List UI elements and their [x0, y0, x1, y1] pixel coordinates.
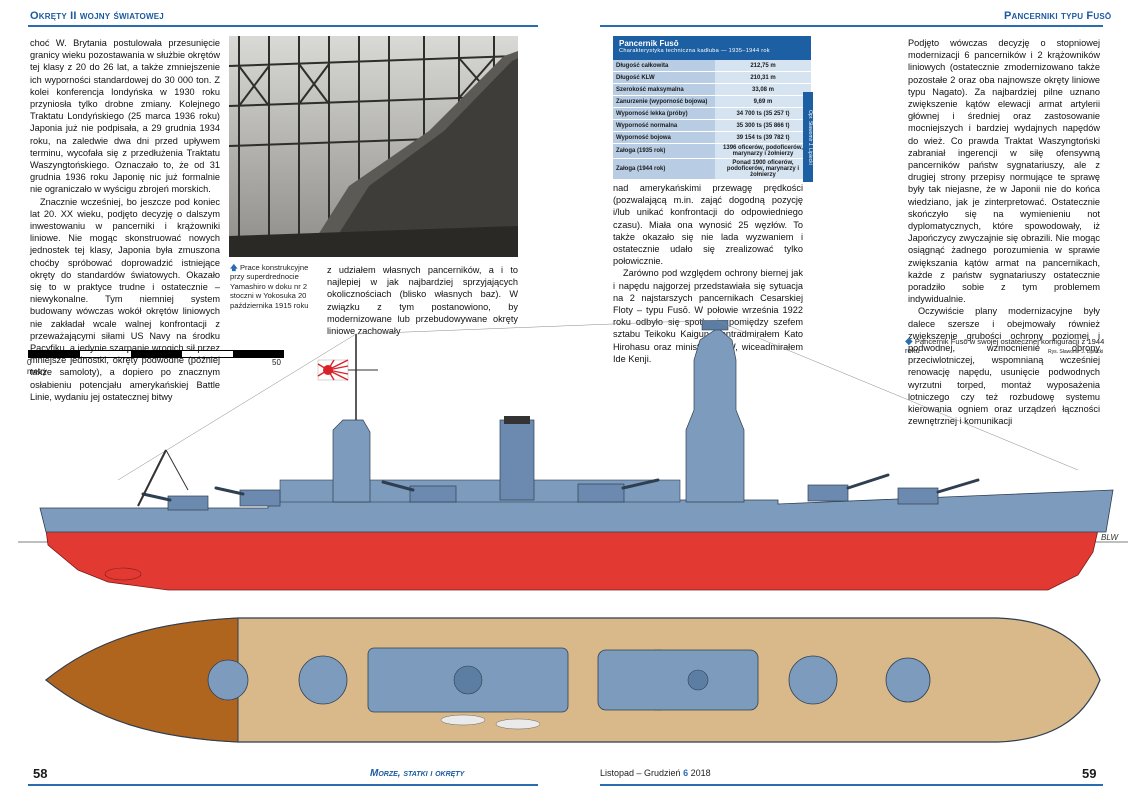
scale-bar: [28, 350, 284, 358]
waterline-label: BLW: [1101, 533, 1119, 542]
running-header-right: Pancerniki typu Fusō: [1004, 10, 1112, 22]
spec-key: Załoga (1944 rok): [613, 158, 715, 180]
spec-value: Ponad 1900 oficerów, podoficerów, maryna…: [715, 158, 811, 180]
text-column-2: z udziałem własnych pancerników, a i to …: [327, 264, 518, 337]
arrow-up-icon: 🡅: [230, 263, 238, 272]
ship-plan-drawing: [45, 617, 1101, 743]
page-number-left: 58: [33, 766, 48, 781]
spec-value: 210,31 m: [715, 71, 811, 84]
diamond-icon: ◆: [905, 336, 913, 347]
scale-unit: metry: [27, 367, 47, 376]
text-column-4: Podjęto wówczas decyzję o stopniowej mod…: [908, 37, 1100, 428]
spec-key: Zanurzenie (wyporność bojowa): [613, 95, 715, 108]
page-number-right: 59: [1082, 766, 1097, 781]
spec-key: Szerokość maksymalna: [613, 83, 715, 96]
drawing-caption: ◆ Pancernik Fusō w swojej ostatecznej ko…: [905, 336, 1105, 356]
spec-credit: Opr. Sławomir J. Lipiecki: [803, 92, 813, 182]
spec-row: Zanurzenie (wyporność bojowa)9,69 m: [613, 95, 811, 108]
scale-end: 50: [272, 358, 281, 367]
spec-value: 39 154 ts (39 782 t): [715, 131, 811, 144]
spec-key: Wyporność lekka (próby): [613, 107, 715, 120]
spec-table-box: Pancernik Fusō Charakterystyka techniczn…: [613, 36, 811, 180]
paragraph: Znacznie wcześniej, bo jeszcze pod konie…: [30, 196, 220, 402]
header-rule-right: [600, 9, 1103, 27]
spec-key: Wyporność bojowa: [613, 131, 715, 144]
spec-value: 1396 oficerów, podoficerów, marynarzy i …: [715, 143, 811, 159]
spec-row: Wyporność lekka (próby)34 700 ts (35 257…: [613, 107, 811, 120]
scale-start: 0: [27, 358, 32, 367]
spec-value: 34 700 ts (35 257 t): [715, 107, 811, 120]
magazine-title: Morze, statki i okręty: [370, 768, 465, 779]
paragraph: choć W. Brytania postulowała przesunięci…: [30, 38, 220, 195]
shipyard-photo: [229, 36, 518, 257]
spec-row: Załoga (1935 rok)1396 oficerów, podofice…: [613, 143, 811, 159]
footer-rule-right: [600, 784, 1103, 786]
paragraph: nad amerykańskimi przewagę prędkości (po…: [613, 183, 803, 267]
spec-value: 35 300 ts (35 866 t): [715, 119, 811, 132]
spec-subtitle: Charakterystyka techniczna kadłuba — 193…: [619, 48, 770, 54]
photo-caption: 🡅 Prace konstrukcyjne przy superdrednoci…: [230, 263, 309, 310]
spec-value: 33,08 m: [715, 83, 811, 96]
issue-line: Listopad – Grudzień 6 2018: [600, 768, 711, 778]
spec-key: Wyporność normalna: [613, 119, 715, 132]
pagoda-mast: [685, 327, 745, 503]
paragraph: z udziałem własnych pancerników, a i to …: [327, 265, 518, 337]
footer-rule-left: [28, 784, 538, 786]
spec-value: 9,69 m: [715, 95, 811, 108]
spec-value: 212,75 m: [715, 60, 811, 72]
spec-key: Długość KLW: [613, 71, 715, 84]
spec-header: Pancernik Fusō Charakterystyka techniczn…: [613, 36, 811, 60]
paragraph: Podjęto wówczas decyzję o stopniowej mod…: [908, 38, 1100, 305]
hull-red: [45, 529, 1099, 591]
spec-row: Załoga (1944 rok)Ponad 1900 oficerów, po…: [613, 158, 811, 180]
funnel: [499, 419, 535, 501]
spec-key: Długość całkowita: [613, 60, 715, 72]
running-header-left: Okręty II wojny światowej: [30, 10, 164, 22]
drawing-credit: Rys. Sławomir J. Lipiecki: [1048, 349, 1104, 355]
spec-title: Pancernik Fusō: [619, 39, 679, 48]
header-rule-left: [28, 9, 538, 27]
ship-profile-drawing: BLW: [18, 320, 1128, 591]
rising-sun-flag: [317, 359, 349, 381]
text-column-1: choć W. Brytania postulowała przesunięci…: [30, 37, 220, 403]
spec-key: Załoga (1935 rok): [613, 143, 715, 159]
